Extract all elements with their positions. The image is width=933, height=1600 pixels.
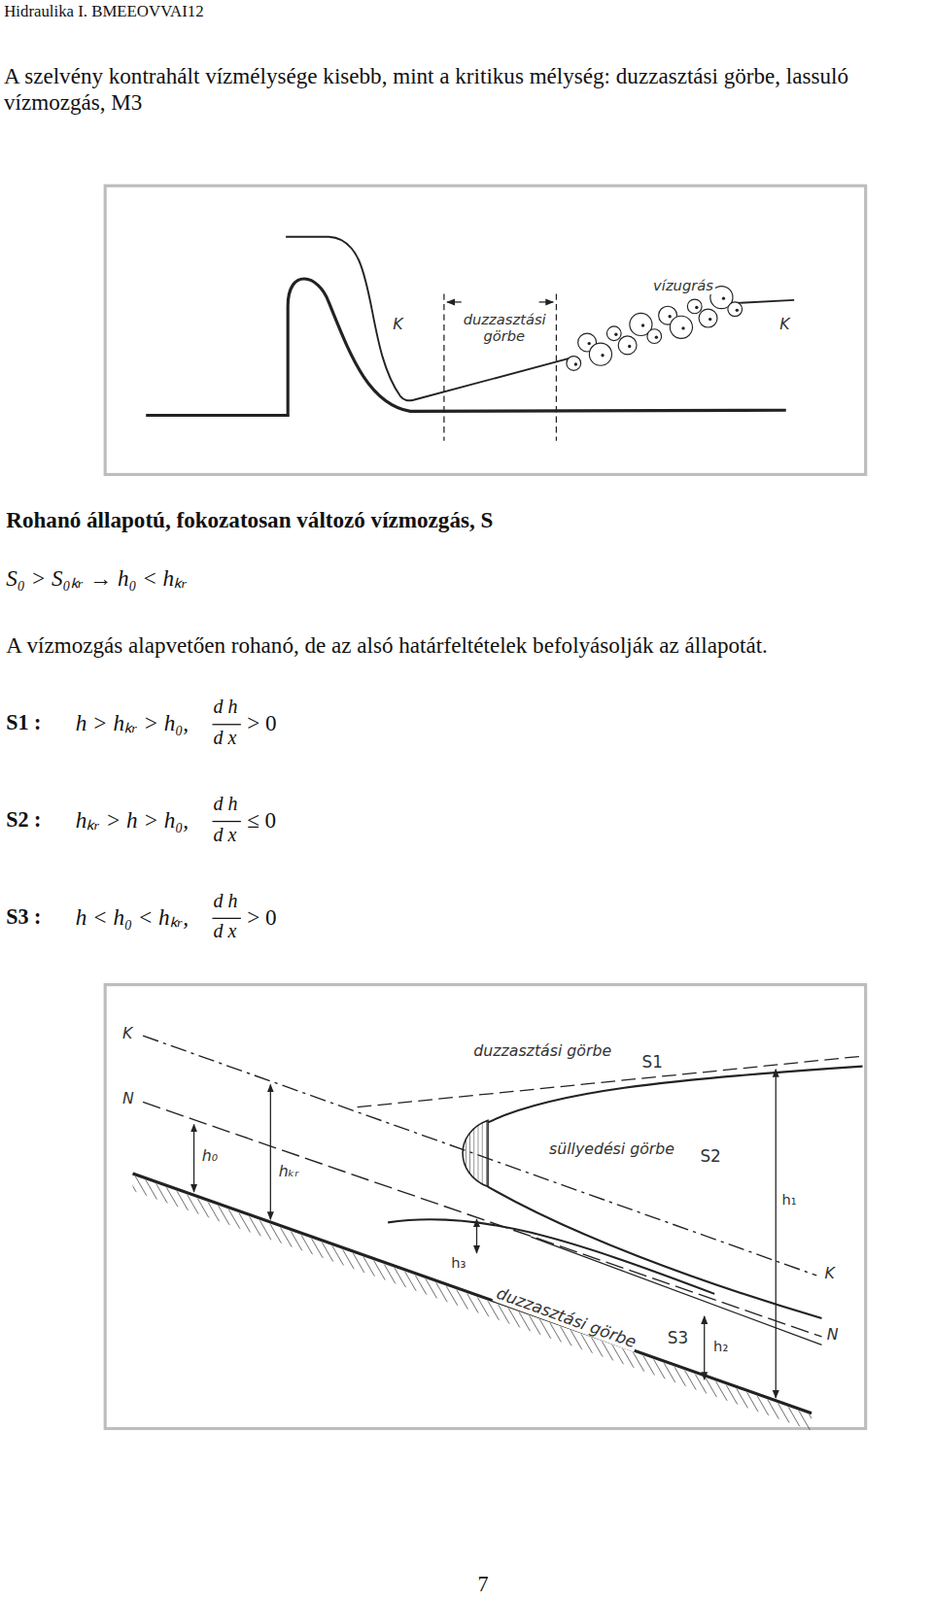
foam-puff [566, 356, 582, 372]
dimension-h2 [703, 1316, 705, 1381]
foam-puff [588, 343, 612, 366]
foam-dot [694, 306, 698, 310]
figure-frame [104, 185, 865, 475]
formula: hₖᵣ > h > h₀, [75, 807, 189, 834]
fraction-denominator: d x [213, 726, 238, 750]
foam-dot [600, 353, 604, 357]
curve-label: duzzasztási görbe [471, 1042, 614, 1061]
foam-puff [727, 302, 743, 317]
formula: h < h₀ < hₖᵣ, [75, 904, 189, 932]
foam-dot [735, 309, 739, 312]
formula: ≤ 0 [246, 807, 277, 834]
normal-depth-line [142, 1102, 822, 1338]
foam-dot [614, 333, 618, 337]
fraction-numerator: d h [213, 890, 239, 913]
paragraph: A szelvény kontrahált vízmélysége kisebb… [3, 63, 929, 115]
line-label: K [823, 1265, 837, 1283]
foam-dot [681, 326, 685, 330]
line-label: N [825, 1326, 841, 1345]
foam-dot [641, 323, 645, 327]
page-number: 7 [478, 1572, 489, 1597]
dimension-label: h₃ [449, 1255, 468, 1273]
arrow [539, 301, 554, 303]
fraction-denominator: d x [213, 824, 238, 847]
dimension-h0 [193, 1125, 195, 1193]
dimension-h1 [775, 1070, 777, 1399]
formula: > 0 [246, 904, 277, 932]
page-header: Hidraulika I. BMEEOVVAI12 [3, 1, 204, 21]
foam-dot [708, 317, 712, 321]
curve-name: S2 [697, 1147, 723, 1167]
paragraph: A vízmozgás alapvetően rohanó, de az als… [5, 632, 768, 659]
formula: S₀ > S₀ₖᵣ → h₀ < hₖᵣ [5, 565, 188, 592]
foam-dot [668, 314, 672, 318]
fraction-denominator: d x [213, 920, 238, 943]
fraction-bar [211, 821, 241, 823]
case-name: S1 : [5, 710, 41, 735]
foam-puff [606, 326, 622, 342]
dimension-label: hₖᵣ [276, 1163, 302, 1181]
critical-depth-line [142, 1036, 817, 1277]
dimension-h3 [476, 1219, 478, 1254]
limit-line [443, 294, 445, 442]
water-surface [285, 237, 574, 402]
foam-dot [574, 362, 578, 366]
dimension-label: h₂ [711, 1339, 730, 1356]
line-label: K [120, 1025, 135, 1043]
hydraulic-jump [566, 286, 743, 372]
foam-dot [627, 345, 631, 348]
figure-label: duzzasztási görbe [461, 311, 548, 346]
fraction-numerator: d h [213, 793, 239, 816]
fraction-numerator: d h [213, 695, 239, 719]
dimension-hkr [270, 1085, 272, 1221]
foam-dot [587, 342, 591, 346]
curve-name: S1 [640, 1053, 665, 1072]
s3-curve [387, 1219, 715, 1295]
weir-bed [145, 278, 787, 415]
water-surface [734, 300, 795, 304]
limit-line [555, 294, 557, 442]
s1-curve [487, 1067, 863, 1124]
formula: > 0 [246, 710, 277, 737]
curve-name: S3 [665, 1329, 691, 1348]
figure-label: vízugrás [651, 277, 716, 295]
curve-label: duzzasztási görbe [491, 1283, 641, 1353]
dimension-label: h₀ [200, 1147, 220, 1166]
case-name: S2 : [5, 807, 41, 832]
foam-puff [687, 299, 702, 314]
foam-dot [722, 296, 726, 300]
line-label: N [120, 1090, 137, 1108]
channel-bed [133, 1174, 812, 1415]
section-heading: Rohanó állapotú, fokozatosan változó víz… [5, 507, 493, 534]
formula: h > hₖᵣ > h₀, [75, 710, 189, 737]
asymptote [357, 1056, 864, 1108]
case-name: S3 : [5, 904, 41, 930]
jump-region [462, 1120, 488, 1187]
fraction-bar [211, 724, 241, 726]
dimension-label: h₁ [779, 1192, 798, 1210]
curve-label: K [777, 315, 792, 334]
curve-label: K [390, 315, 405, 334]
arrow [447, 301, 462, 303]
foam-puff [647, 329, 662, 345]
foam-puff [618, 336, 637, 355]
fraction-bar [211, 918, 241, 920]
foam-puff [669, 315, 692, 339]
foam-puff [698, 309, 718, 328]
curve-label: süllyedési görbe [547, 1140, 677, 1159]
foam-dot [655, 335, 658, 339]
